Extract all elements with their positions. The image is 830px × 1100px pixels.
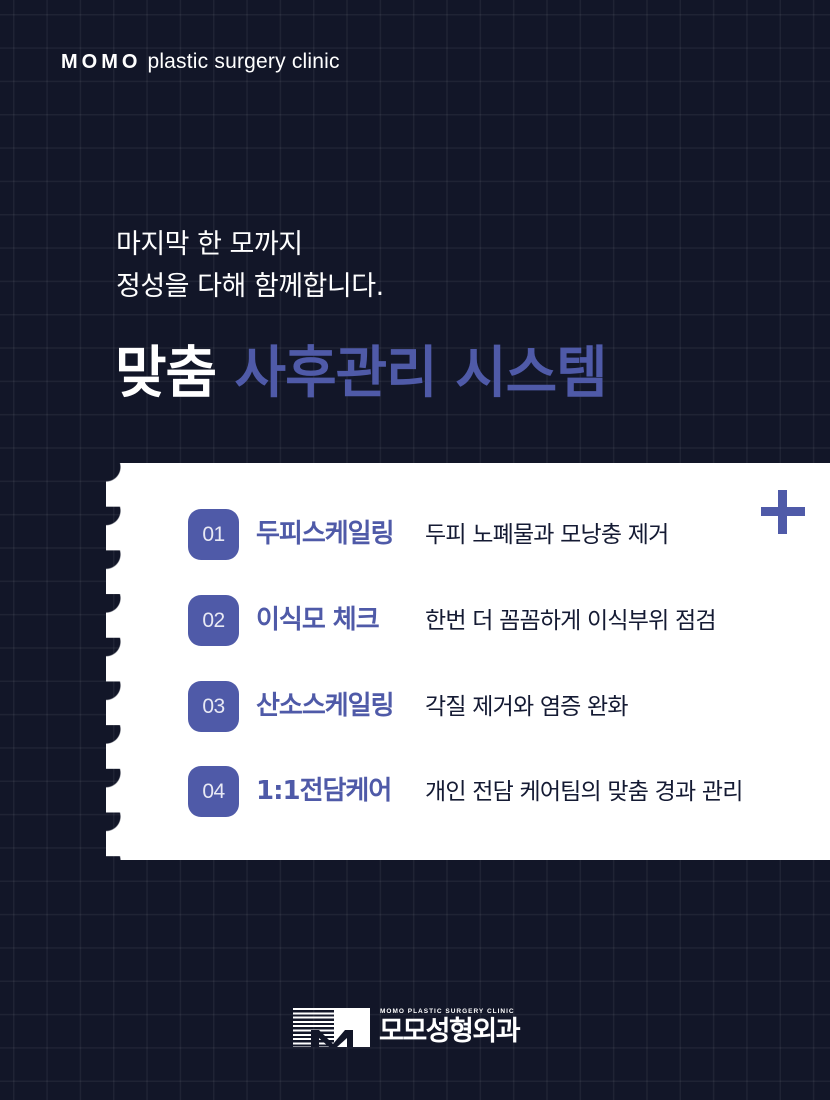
title-accent-part: 사후관리 시스템: [234, 341, 608, 406]
logo-korean-text: 모모성형외과: [379, 1016, 521, 1047]
momo-m-logo-icon: [293, 1008, 370, 1047]
list-item: 03 산소스케일링 각질 제거와 염증 완화: [188, 681, 629, 732]
logo-english-text: MOMO PLASTIC SURGERY CLINIC: [380, 1008, 515, 1015]
page-title: 맞춤 사후관리 시스템: [115, 334, 608, 414]
item-title: 이식모 체크: [256, 605, 380, 635]
item-description: 두피 노폐물과 모낭충 제거: [425, 522, 669, 548]
number-badge: 03: [188, 681, 239, 732]
number-badge: 04: [188, 766, 239, 817]
brand-subtitle: plastic surgery clinic: [147, 50, 340, 73]
item-title: 1:1전담케어: [256, 776, 392, 806]
item-description: 개인 전담 케어팀의 맞춤 경과 관리: [425, 779, 743, 805]
item-description: 각질 제거와 염증 완화: [425, 694, 629, 720]
intro-text: 마지막 한 모까지 정성을 다해 함께합니다.: [116, 224, 384, 308]
list-item: 01 두피스케일링 두피 노폐물과 모낭충 제거: [188, 509, 669, 560]
list-item: 04 1:1전담케어 개인 전담 케어팀의 맞춤 경과 관리: [188, 766, 743, 817]
item-title: 산소스케일링: [256, 691, 395, 721]
intro-line-1: 마지막 한 모까지: [116, 229, 303, 260]
number-badge: 02: [188, 595, 239, 646]
intro-line-2: 정성을 다해 함께합니다.: [116, 271, 384, 302]
item-title: 두피스케일링: [256, 519, 395, 549]
plus-icon: [761, 490, 805, 534]
care-list-card: 01 두피스케일링 두피 노폐물과 모낭충 제거 02 이식모 체크 한번 더 …: [106, 463, 830, 860]
list-item: 02 이식모 체크 한번 더 꼼꼼하게 이식부위 점검: [188, 595, 717, 646]
number-badge: 01: [188, 509, 239, 560]
title-white-part: 맞춤: [115, 341, 217, 406]
item-description: 한번 더 꼼꼼하게 이식부위 점검: [425, 608, 717, 634]
brand-name: MOMO: [61, 51, 142, 73]
